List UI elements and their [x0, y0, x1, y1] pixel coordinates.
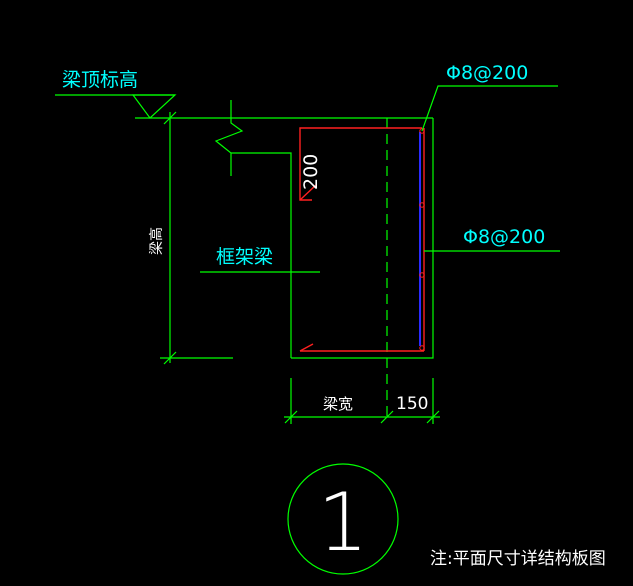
elevation-marker: [55, 94, 177, 119]
note-text: 注:平面尺寸详结构板图: [430, 549, 606, 569]
break-line-symbol: [214, 100, 244, 176]
beam-height-tick-top: [163, 111, 177, 125]
detail-bubble: [287, 463, 399, 575]
beam-outline: [291, 118, 434, 359]
rebar-side-label: Φ8@200: [463, 226, 545, 248]
rebar-dot: [419, 272, 425, 278]
slab-bottom-line: [231, 152, 292, 358]
rebar-dot: [419, 128, 425, 134]
dim-150-label: 150: [396, 394, 428, 414]
rebar-dot: [419, 345, 425, 351]
bottom-tick-mid: [380, 410, 394, 424]
detail-number: 1: [318, 476, 369, 569]
rebar-hook-tail: [299, 184, 317, 201]
beam-top-elevation-label: 梁顶标高: [62, 69, 138, 91]
rebar-dots: [419, 128, 425, 351]
rebar-top-hook: [299, 127, 422, 201]
beam-height-label: 梁高: [148, 227, 165, 255]
bottom-tick-left: [284, 410, 298, 424]
rebar-top-label: Φ8@200: [446, 62, 528, 84]
dim-200-label: 200: [300, 154, 322, 190]
rebar-bottom-hook: [299, 343, 314, 352]
rebar-top-leader: [421, 85, 558, 132]
rebar-dot: [419, 202, 425, 208]
beam-width-label: 梁宽: [323, 395, 353, 413]
frame-beam-label: 框架梁: [216, 246, 273, 268]
bottom-tick-right: [426, 410, 440, 424]
